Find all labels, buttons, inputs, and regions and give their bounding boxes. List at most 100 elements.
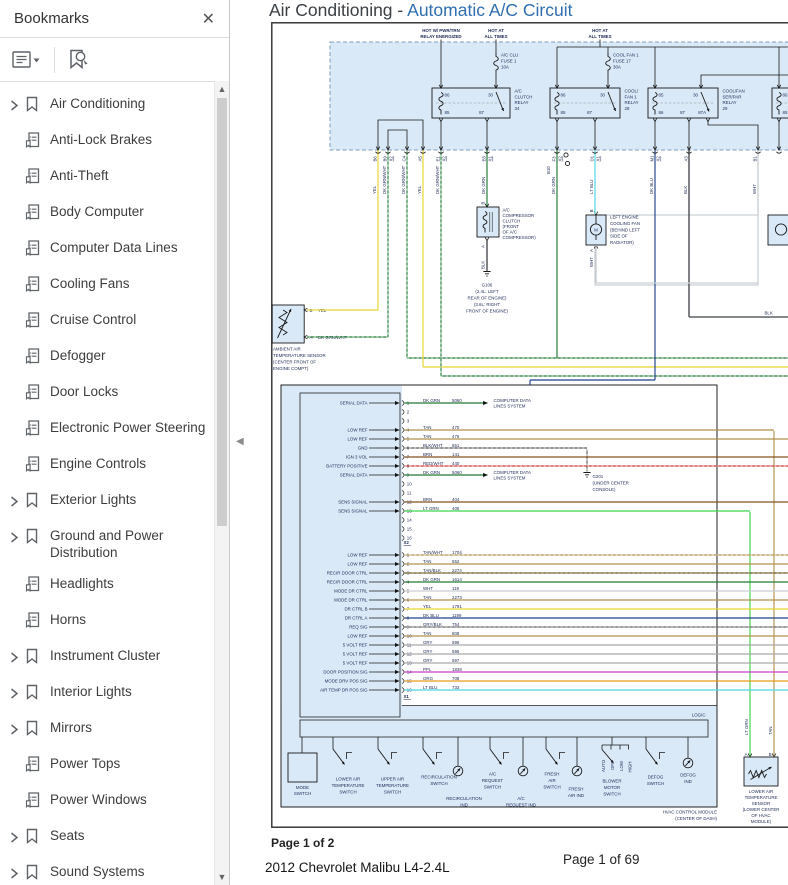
expand-chevron-icon[interactable] xyxy=(10,683,25,704)
svg-text:GRY: GRY xyxy=(423,649,433,654)
bookmark-item[interactable]: Cooling Fans xyxy=(0,268,214,304)
bookmark-item[interactable]: Engine Controls xyxy=(0,448,214,484)
bookmark-icon xyxy=(25,863,42,885)
svg-text:M1: M1 xyxy=(649,155,654,162)
bookmark-item[interactable]: Door Locks xyxy=(0,376,214,412)
svg-text:(BEHIND LEFT: (BEHIND LEFT xyxy=(610,227,640,232)
svg-text:2: 2 xyxy=(407,410,410,415)
svg-text:SWITCH: SWITCH xyxy=(339,790,356,795)
svg-text:LOW: LOW xyxy=(619,760,624,771)
expand-chevron-icon[interactable] xyxy=(10,95,25,116)
page-bookmark-icon xyxy=(25,383,42,405)
svg-text:LT GRN: LT GRN xyxy=(744,719,749,735)
bookmark-item[interactable]: Body Computer xyxy=(0,196,214,232)
svg-text:ALL TIMES: ALL TIMES xyxy=(484,34,507,39)
bookmark-item[interactable]: Anti-Theft xyxy=(0,160,214,196)
sidebar-scrollbar[interactable]: ▲ ▼ xyxy=(214,81,229,885)
svg-text:TAN: TAN xyxy=(423,434,431,439)
document-view: Air Conditioning - Automatic A/C Circuit xyxy=(230,0,788,885)
bookmark-item[interactable]: Computer Data Lines xyxy=(0,232,214,268)
close-icon[interactable]: ✕ xyxy=(201,10,215,28)
svg-text:CLUTCH: CLUTCH xyxy=(503,219,521,224)
svg-text:X2: X2 xyxy=(389,156,394,162)
svg-text:LINES SYSTEM: LINES SYSTEM xyxy=(494,476,526,481)
bookmark-item[interactable]: Interior Lights xyxy=(0,676,214,712)
bookmark-item[interactable]: Mirrors xyxy=(0,712,214,748)
svg-text:COOLING FAN: COOLING FAN xyxy=(610,221,640,226)
svg-text:AIR TEMP DR POS SIG: AIR TEMP DR POS SIG xyxy=(320,688,368,693)
svg-text:BLK: BLK xyxy=(683,186,688,194)
scroll-down-icon[interactable]: ▼ xyxy=(217,872,227,882)
bookmark-label: Interior Lights xyxy=(50,684,132,699)
svg-text:651: 651 xyxy=(452,443,460,448)
scrollbar-thumb[interactable] xyxy=(217,98,227,526)
bookmark-item[interactable]: Air Conditioning xyxy=(0,88,214,124)
svg-text:MODE DR CTRL: MODE DR CTRL xyxy=(334,589,368,594)
chevron-placeholder xyxy=(10,239,25,242)
svg-text:B: B xyxy=(769,752,772,757)
svg-text:87: 87 xyxy=(587,110,592,115)
bookmark-label: Seats xyxy=(50,828,85,843)
svg-text:HOT W/ PWR/TRN: HOT W/ PWR/TRN xyxy=(422,28,460,33)
chevron-placeholder xyxy=(10,131,25,134)
panel-collapse-handle[interactable]: ◀ xyxy=(236,436,244,447)
svg-text:ENGINE COMPT): ENGINE COMPT) xyxy=(273,366,309,371)
bookmark-item[interactable]: Exterior Lights xyxy=(0,484,214,520)
svg-text:GRY: GRY xyxy=(423,658,433,663)
bookmark-item[interactable]: Power Windows xyxy=(0,784,214,820)
svg-text:GRY/BLK: GRY/BLK xyxy=(423,622,442,627)
bookmark-item[interactable]: Cruise Control xyxy=(0,304,214,340)
svg-text:X1: X1 xyxy=(404,694,410,699)
bookmark-item[interactable]: Power Tops xyxy=(0,748,214,784)
svg-text:DEFOG: DEFOG xyxy=(648,775,664,780)
svg-text:16: 16 xyxy=(407,536,412,541)
module-pin-row: 2 xyxy=(401,409,410,415)
bookmark-icon xyxy=(25,719,42,741)
page-bookmark-icon xyxy=(25,791,42,813)
svg-text:BLK: BLK xyxy=(765,311,773,316)
svg-text:COOL/FAN: COOL/FAN xyxy=(723,89,745,94)
svg-text:SWITCH: SWITCH xyxy=(294,791,311,796)
bookmark-item[interactable]: Electronic Power Steering xyxy=(0,412,214,448)
svg-text:(CENTER OF DASH): (CENTER OF DASH) xyxy=(675,816,717,821)
toolbar-separator xyxy=(54,46,55,73)
svg-text:LT GRN: LT GRN xyxy=(423,506,439,511)
svg-text:REQ SIG: REQ SIG xyxy=(349,625,368,630)
bookmark-item[interactable]: Instrument Cluster xyxy=(0,640,214,676)
bookmark-item[interactable]: Sound Systems xyxy=(0,856,214,885)
svg-text:REQUEST: REQUEST xyxy=(482,778,504,783)
bookmark-item[interactable]: Defogger xyxy=(0,340,214,376)
bookmark-item[interactable]: Horns xyxy=(0,604,214,640)
bookmark-item[interactable]: Headlights xyxy=(0,568,214,604)
svg-text:RECIRCULATION: RECIRCULATION xyxy=(421,775,457,780)
svg-text:LT BLU: LT BLU xyxy=(589,180,594,194)
expand-chevron-icon[interactable] xyxy=(10,647,25,668)
bookmark-item[interactable]: Seats xyxy=(0,820,214,856)
expand-chevron-icon[interactable] xyxy=(10,527,25,548)
expand-chevron-icon[interactable] xyxy=(10,863,25,884)
scroll-up-icon[interactable]: ▲ xyxy=(217,84,227,94)
bookmark-options-button[interactable] xyxy=(12,50,42,70)
cool-fan-fuse: COOL FAN 1 FUSE 17 30A xyxy=(605,53,639,73)
svg-text:LOGIC: LOGIC xyxy=(692,713,706,718)
expand-chevron-icon[interactable] xyxy=(10,719,25,740)
bookmark-item[interactable]: Anti-Lock Brakes xyxy=(0,124,214,160)
vehicle-label: 2012 Chevrolet Malibu L4-2.4L xyxy=(265,860,450,875)
expand-current-bookmark-button[interactable] xyxy=(67,48,91,72)
bookmark-item[interactable]: Ground and Power Distribution xyxy=(0,520,214,568)
svg-text:OF A/C: OF A/C xyxy=(503,230,517,235)
svg-text:SERIAL DATA: SERIAL DATA xyxy=(340,473,368,478)
expand-chevron-icon[interactable] xyxy=(10,491,25,512)
svg-text:FUSE 1: FUSE 1 xyxy=(501,59,517,64)
svg-text:SWITCH: SWITCH xyxy=(484,785,501,790)
title-link[interactable]: Automatic A/C Circuit xyxy=(407,0,573,20)
svg-text:A3: A3 xyxy=(683,156,688,162)
svg-text:87: 87 xyxy=(680,110,685,115)
svg-text:IND: IND xyxy=(684,779,692,784)
svg-text:IND: IND xyxy=(460,803,468,808)
expand-chevron-icon[interactable] xyxy=(10,827,25,848)
svg-text:597: 597 xyxy=(452,658,460,663)
chevron-placeholder xyxy=(10,755,25,758)
svg-text:DK BLU: DK BLU xyxy=(649,178,654,194)
